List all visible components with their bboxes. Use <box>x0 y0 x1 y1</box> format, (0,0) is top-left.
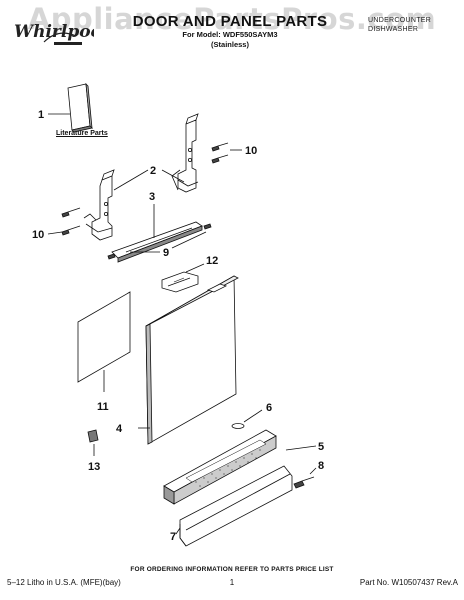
callout-9: 9 <box>163 247 169 259</box>
callout-13: 13 <box>88 461 100 473</box>
brand-wordmark: Whirlpool <box>14 22 94 42</box>
part-number: Part No. W10507437 Rev.A <box>359 578 458 587</box>
finish-line: (Stainless) <box>211 40 249 49</box>
callout-5: 5 <box>318 441 324 453</box>
callout-4: 4 <box>116 423 123 435</box>
category-label: UNDERCOUNTER DISHWASHER <box>368 16 458 34</box>
part-insulation-panel <box>77 291 131 392</box>
literature-parts-label: Literature Parts <box>56 130 108 137</box>
part-control-panel <box>163 429 317 505</box>
callout-11: 11 <box>97 401 109 413</box>
part-screw-8 <box>293 467 317 489</box>
part-clip <box>231 409 263 429</box>
part-hinge-bracket-right <box>171 113 199 193</box>
part-lower-trim <box>175 465 293 547</box>
part-screws-left <box>47 207 81 236</box>
ordering-note: FOR ORDERING INFORMATION REFER TO PARTS … <box>130 566 334 573</box>
callout-8: 8 <box>318 460 324 472</box>
category-line-2: DISHWASHER <box>368 26 419 33</box>
part-support-rail <box>107 204 212 263</box>
callout-12: 12 <box>206 255 218 267</box>
part-handle-insert <box>161 263 205 293</box>
callout-2: 2 <box>150 165 156 177</box>
part-small-clip <box>87 429 99 456</box>
category-line-1: UNDERCOUNTER <box>368 17 432 24</box>
watermark: AppliancePartsPros.com <box>27 2 437 36</box>
callout-1: 1 <box>38 109 44 121</box>
callout-7: 7 <box>170 531 176 543</box>
control-panel-texture <box>195 449 261 487</box>
part-outer-door-panel <box>138 275 239 445</box>
litho-info: 5–12 Litho in U.S.A. (MFE)(bay) <box>7 578 121 587</box>
model-line: For Model: WDF550SAYM3 <box>182 30 278 39</box>
page-number: 1 <box>229 578 235 587</box>
callout-10-left: 10 <box>32 229 44 241</box>
callout-3: 3 <box>149 191 155 203</box>
part-hinge-bracket-left <box>83 169 115 241</box>
callout-6: 6 <box>266 402 272 414</box>
part-screws-right <box>211 142 242 164</box>
part-literature-booklet <box>48 82 93 133</box>
page-title: DOOR AND PANEL PARTS <box>132 13 328 30</box>
callout-10-right: 10 <box>245 145 257 157</box>
whirlpool-logo: Whirlpool <box>14 22 94 45</box>
